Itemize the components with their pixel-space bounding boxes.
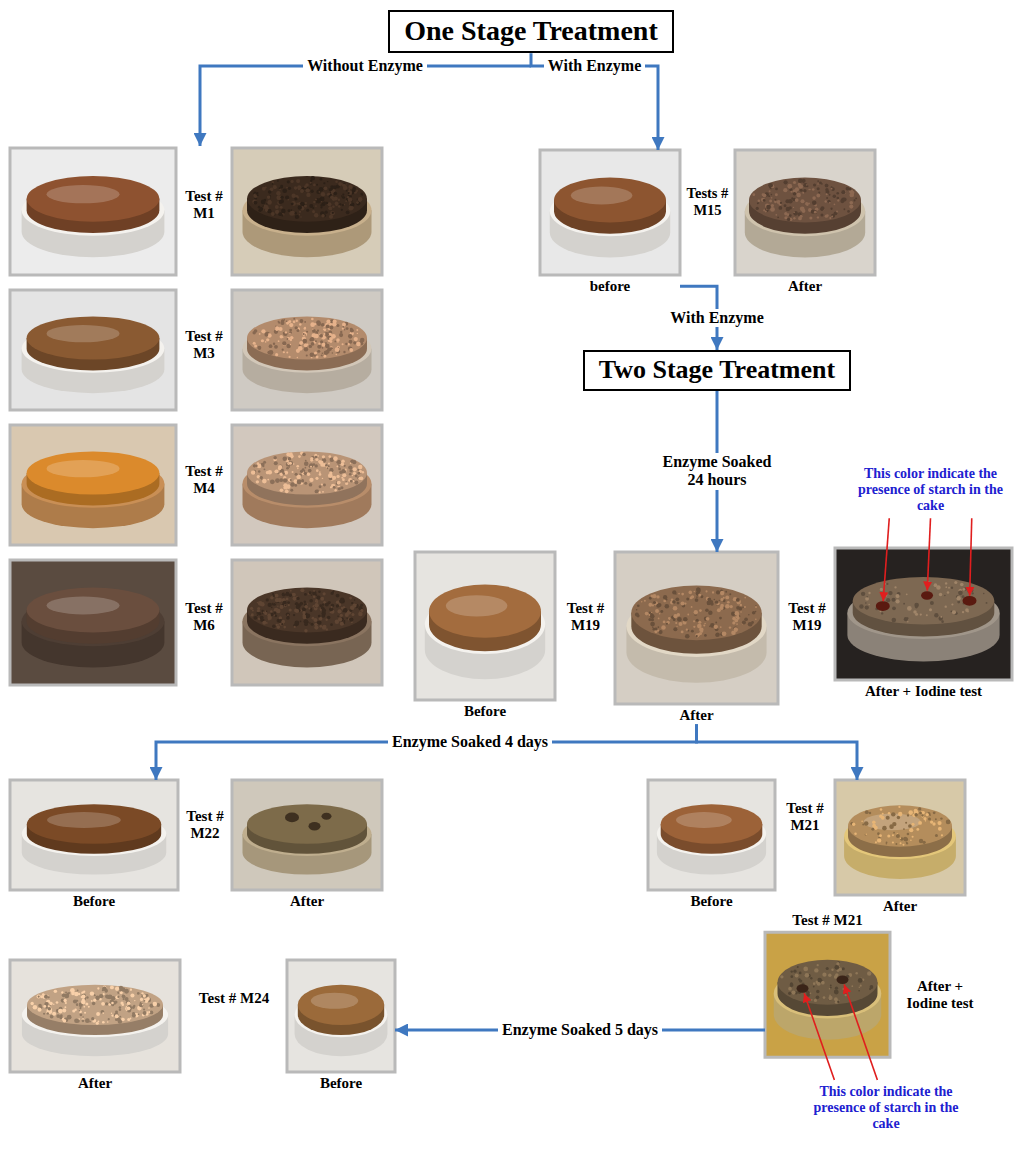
sample-photo-panel: After + Iodine test [835, 548, 1012, 700]
sample-photo-panel: After [735, 150, 875, 295]
arrow-label: With Enzyme [666, 309, 767, 327]
photo-area [648, 780, 775, 890]
photo-area [835, 548, 1012, 680]
sample-photo [648, 780, 775, 890]
sample-photo-panel: After [10, 960, 180, 1092]
sample-photo [735, 150, 875, 275]
photo-caption: After + Iodine test [890, 978, 982, 1013]
sample-photo [10, 960, 180, 1072]
sample-photo [287, 960, 395, 1072]
callout-note: This color indicate the presence of star… [848, 466, 1013, 514]
arrow-label: Enzyme Soaked 5 days [498, 1021, 662, 1039]
sample-photo-panel: Before [648, 780, 775, 910]
photo-caption: Before [415, 703, 555, 720]
sample-photo [232, 148, 382, 275]
test-label: Test # M22 [179, 808, 231, 843]
sample-photo [10, 290, 176, 410]
test-label: Test # M1 [177, 188, 231, 223]
flow-arrow [697, 724, 858, 780]
sample-photo [835, 548, 1012, 680]
leader-arrow [844, 984, 877, 1080]
sample-photo [10, 425, 176, 545]
sample-photo-panel: After [232, 780, 382, 910]
test-label: Test # M4 [177, 463, 231, 498]
sample-photo [765, 932, 890, 1057]
test-label: Tests # M15 [681, 185, 734, 218]
sample-photo [232, 290, 382, 410]
sample-photo-panel: Before [10, 780, 178, 910]
sample-photo [10, 148, 176, 275]
photo-caption: Before [648, 893, 775, 910]
callout-note: This color indicate the presence of star… [800, 1084, 972, 1132]
sample-photo-panel: Before [415, 552, 555, 720]
sample-photo-panel: After [615, 552, 778, 724]
sample-photo [232, 425, 382, 545]
leader-arrow [927, 518, 930, 590]
stage-box: Two Stage Treatment [583, 350, 851, 391]
photo-caption: Before [10, 893, 178, 910]
sample-photo [540, 150, 680, 275]
flow-arrow [156, 724, 697, 780]
stage-title: One Stage Treatment [404, 15, 658, 47]
stage-title: Two Stage Treatment [599, 355, 835, 385]
sample-photo-panel: Before [287, 960, 395, 1092]
sample-photo [10, 560, 176, 685]
test-label: Test # M21 [765, 912, 890, 929]
photo-area [540, 150, 680, 275]
sample-photo [415, 552, 555, 700]
photo-area [765, 932, 890, 1057]
photo-caption: After + Iodine test [835, 683, 1012, 700]
photo-caption: After [10, 1075, 180, 1092]
leader-arrow [804, 993, 834, 1080]
sample-photo-panel: After [835, 780, 965, 915]
photo-area [735, 150, 875, 275]
photo-caption: After [735, 278, 875, 295]
stage-box: One Stage Treatment [388, 10, 674, 53]
photo-area [10, 960, 180, 1072]
sample-photo [10, 780, 178, 890]
sample-photo [232, 560, 382, 685]
test-label: Test # M19 [557, 600, 614, 635]
sample-photo [615, 552, 778, 704]
photo-area [232, 780, 382, 890]
test-label: Test # M24 [183, 990, 285, 1007]
test-label: Test # M3 [177, 328, 231, 363]
sample-photo [232, 780, 382, 890]
sample-photo-panel: Test # M21After + Iodine test [765, 912, 982, 1057]
photo-caption: After [615, 707, 778, 724]
test-label: Test # M21 [776, 800, 834, 835]
photo-caption: After [232, 893, 382, 910]
photo-caption: before [540, 278, 680, 295]
branch-arrow [200, 66, 531, 146]
leader-arrow [883, 518, 889, 601]
sample-photo-panel: before [540, 150, 680, 295]
photo-area [287, 960, 395, 1072]
test-label: Test # M19 [780, 600, 834, 635]
test-label: Test # M6 [177, 600, 231, 635]
arrow-label: With Enzyme [544, 57, 645, 75]
photo-caption: Before [287, 1075, 395, 1092]
arrow-label: Enzyme Soaked 24 hours [651, 453, 784, 490]
photo-area [10, 780, 178, 890]
arrow-label: Enzyme Soaked 4 days [388, 733, 552, 751]
flow-arrow [531, 53, 658, 150]
sample-photo [835, 780, 965, 895]
leader-arrow [970, 518, 972, 596]
photo-area [615, 552, 778, 704]
arrow-label: Without Enzyme [303, 57, 427, 75]
photo-area [415, 552, 555, 700]
photo-area [835, 780, 965, 895]
